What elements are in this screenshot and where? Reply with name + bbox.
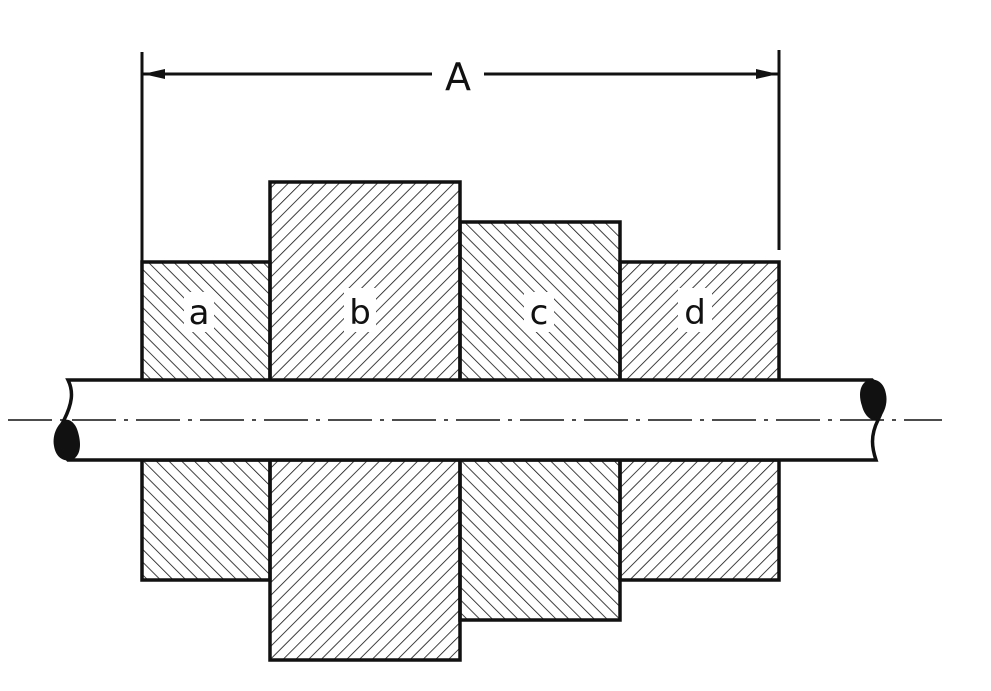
part-c-lower	[458, 458, 622, 622]
part-a-lower	[140, 458, 272, 582]
dimension-label: A	[445, 55, 471, 99]
part-d: d	[618, 260, 781, 582]
part-c-label: c	[530, 293, 549, 333]
part-d-lower	[618, 458, 781, 582]
dimension-a: A	[140, 50, 781, 262]
part-a-label: a	[189, 293, 210, 333]
part-d-label: d	[684, 293, 706, 333]
part-b-lower	[268, 458, 462, 662]
shaft-break-right	[860, 379, 887, 421]
part-b-label: b	[349, 293, 371, 333]
shaft-break-left	[53, 419, 80, 461]
part-b-upper	[268, 180, 462, 383]
